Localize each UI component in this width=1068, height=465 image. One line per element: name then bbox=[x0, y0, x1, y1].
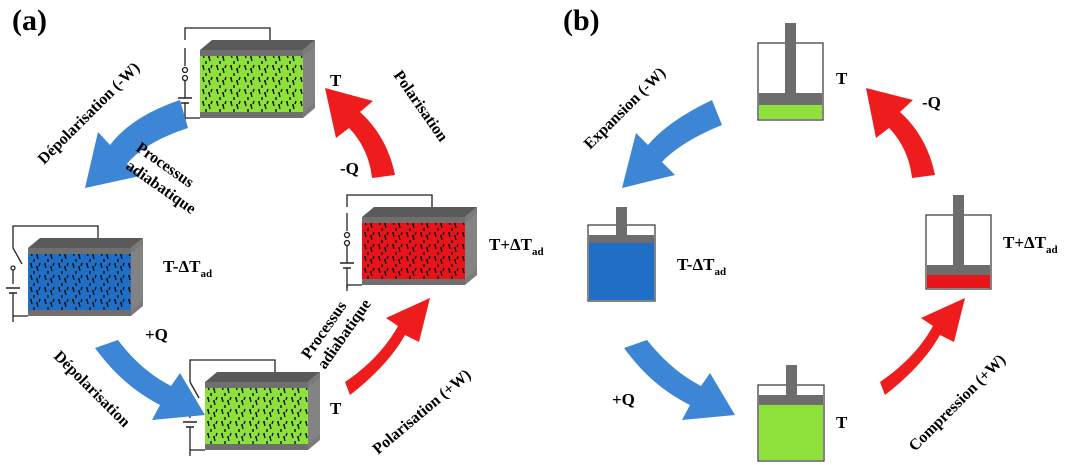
piston-head-left bbox=[589, 235, 654, 243]
gas-blue bbox=[589, 243, 654, 300]
label-plus-q-b: +Q bbox=[612, 390, 635, 409]
temp-label-left-a: T-ΔTad bbox=[163, 257, 212, 280]
arrow-polarisation-top bbox=[325, 88, 395, 178]
label-polarisation-w: Polarisation (+W) bbox=[370, 366, 475, 458]
label-plus-q-a: +Q bbox=[145, 325, 168, 344]
piston-right bbox=[925, 195, 992, 290]
temp-label-bottom-a: T bbox=[330, 399, 342, 418]
label-minus-q-b: -Q bbox=[922, 93, 941, 112]
bottom-capacitor-green bbox=[183, 359, 320, 456]
panel-b-label: (b) bbox=[563, 4, 600, 37]
piston-head bbox=[759, 93, 822, 105]
arrow-compression bbox=[880, 298, 965, 395]
piston-left bbox=[587, 207, 656, 302]
gas-green bbox=[759, 105, 822, 119]
arrow-depolarisation-top bbox=[85, 100, 188, 188]
temp-label-bottom-b: T bbox=[836, 413, 848, 432]
arrow-polarisation-bottom bbox=[345, 298, 430, 395]
arrow-expansion bbox=[622, 100, 722, 188]
piston-bottom bbox=[757, 365, 825, 462]
piston-head-right bbox=[927, 265, 990, 275]
temp-label-top-a: T bbox=[330, 71, 342, 90]
temp-label-top-b: T bbox=[836, 69, 848, 88]
piston-rod-bottom bbox=[786, 365, 797, 395]
right-capacitor-red bbox=[339, 194, 477, 291]
label-minus-q-a: -Q bbox=[340, 159, 359, 178]
label-polarisation: Polarisation bbox=[390, 68, 451, 146]
gas-green-bottom bbox=[759, 405, 823, 460]
top-capacitor-green bbox=[177, 27, 315, 124]
arrow-depolarisation-bottom bbox=[95, 340, 205, 420]
piston-rod-left bbox=[616, 207, 627, 235]
left-capacitor-blue bbox=[6, 225, 143, 322]
arrow-plus-q-b bbox=[624, 340, 735, 420]
gas-red bbox=[927, 275, 990, 288]
piston-head-bottom bbox=[759, 395, 823, 405]
piston-rod-right bbox=[953, 195, 964, 265]
temp-label-right-a: T+ΔTad bbox=[489, 235, 544, 258]
label-compression: Compression (+W) bbox=[906, 351, 1009, 454]
temp-label-left-b: T-ΔTad bbox=[677, 255, 726, 278]
arrow-minus-q-b bbox=[866, 88, 935, 178]
temp-label-right-b: T+ΔTad bbox=[1003, 233, 1058, 256]
open-switch bbox=[12, 247, 23, 265]
piston-rod bbox=[785, 23, 796, 93]
panel-a-label: (a) bbox=[12, 4, 47, 37]
open-switch-bottom bbox=[189, 381, 200, 399]
piston-top bbox=[757, 23, 824, 121]
